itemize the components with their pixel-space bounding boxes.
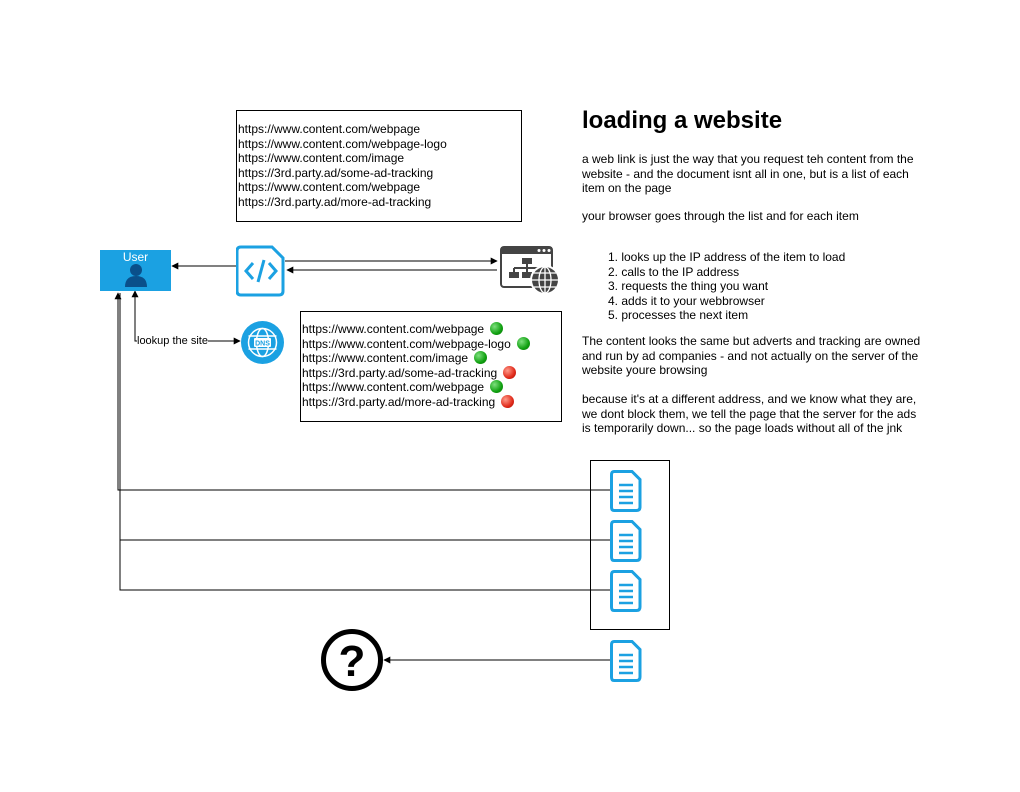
step-item: 5. processes the next item xyxy=(608,308,749,322)
step-item: 2. calls to the IP address xyxy=(608,264,740,279)
step-item: 1. looks up the IP address of the item t… xyxy=(608,250,846,264)
checked-url-text: https://3rd.party.ad/more-ad-tracking xyxy=(302,394,496,409)
code-icon xyxy=(236,245,285,297)
web-server-icon xyxy=(500,246,560,295)
browser-paragraph: your browser goes through the list and f… xyxy=(582,209,859,223)
lookup-label: lookup the site xyxy=(137,335,208,347)
checked-url-item: https://www.content.com/image xyxy=(302,351,561,366)
url-list-item: https://www.content.com/webpage xyxy=(238,180,421,194)
steps-list: 1. looks up the IP address of the item t… xyxy=(608,250,845,323)
dns-label: DNS xyxy=(255,341,270,348)
url-list-item: https://www.content.com/webpage-logo xyxy=(238,136,447,151)
url-list-item: https://www.content.com/image xyxy=(238,151,405,165)
dns-globe-icon: DNS xyxy=(241,321,284,364)
url-list-item: https://3rd.party.ad/more-ad-tracking xyxy=(238,194,432,209)
allowed-status-icon xyxy=(516,336,530,350)
blocked-status-icon xyxy=(503,365,517,379)
blocking-paragraph: because it's at a different address, and… xyxy=(582,392,917,435)
doc3-to-user-line xyxy=(119,293,610,591)
checked-url-text: https://3rd.party.ad/some-ad-tracking xyxy=(302,365,498,380)
blocked-status-icon xyxy=(501,394,515,408)
intro-paragraph: a web link is just the way that you requ… xyxy=(582,152,914,195)
page-title: loading a website xyxy=(582,107,783,134)
document-icon xyxy=(610,470,642,512)
checked-url-text: https://www.content.com/webpage xyxy=(302,380,485,394)
allowed-status-icon xyxy=(490,380,504,393)
checked-url-text: https://www.content.com/webpage-logo xyxy=(302,336,511,351)
user-icon xyxy=(125,264,147,287)
step-item: 4. adds it to your webbrowser xyxy=(608,293,765,308)
checked-url-text: https://www.content.com/image xyxy=(302,351,469,365)
checked-url-item: https://www.content.com/webpage-logo xyxy=(302,336,561,352)
document-icon xyxy=(610,520,642,562)
document-icon xyxy=(610,570,642,612)
doc1-to-user-line xyxy=(114,292,610,491)
document-group xyxy=(590,460,670,630)
url-list-item: https://www.content.com/webpage xyxy=(238,122,421,136)
checked-url-item: https://3rd.party.ad/more-ad-tracking xyxy=(302,394,561,410)
adverts-paragraph: The content looks the same but adverts a… xyxy=(582,334,921,377)
user-node: User xyxy=(100,250,171,291)
allowed-status-icon xyxy=(474,351,488,364)
user-label: User xyxy=(122,250,149,264)
user-to-dns-arrow xyxy=(131,290,241,345)
document-icon xyxy=(610,640,642,682)
question-icon: ? xyxy=(321,629,383,691)
checked-url-item: https://www.content.com/webpage xyxy=(302,380,561,395)
checked-url-item: https://www.content.com/webpage xyxy=(302,322,561,337)
step-item: 3. requests the thing you want xyxy=(608,279,769,293)
svg-text:?: ? xyxy=(339,637,366,686)
checked-url-text: https://www.content.com/webpage xyxy=(302,322,485,336)
checked-url-item: https://3rd.party.ad/some-ad-tracking xyxy=(302,365,561,381)
url-list-item: https://3rd.party.ad/some-ad-tracking xyxy=(238,165,434,180)
allowed-status-icon xyxy=(490,322,504,335)
